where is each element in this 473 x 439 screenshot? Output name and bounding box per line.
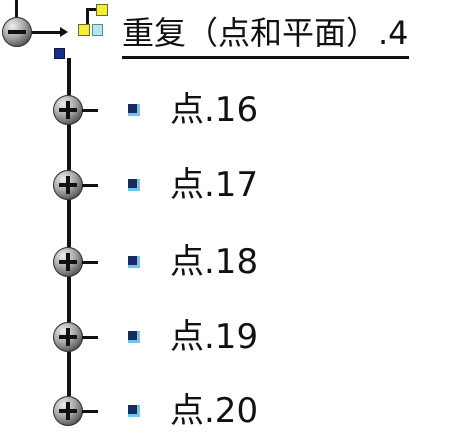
tree-connector xyxy=(32,31,62,34)
tree-connector xyxy=(82,184,98,187)
expand-icon[interactable] xyxy=(53,396,83,426)
tree-branch-line xyxy=(15,0,18,22)
collapse-icon[interactable] xyxy=(2,17,32,47)
point-icon xyxy=(128,405,140,417)
point-icon xyxy=(128,179,140,191)
tree-node-point[interactable]: 点.19 xyxy=(0,309,473,365)
tree-branch-line xyxy=(67,58,71,418)
tree-node-point[interactable]: 点.16 xyxy=(0,82,473,138)
tree-connector xyxy=(82,109,98,112)
tree-node-label[interactable]: 点.18 xyxy=(170,242,259,282)
repetition-feature-icon xyxy=(72,4,110,40)
tree-node-label[interactable]: 点.20 xyxy=(170,391,259,431)
expand-icon[interactable] xyxy=(53,322,83,352)
tree-node-point[interactable]: 点.20 xyxy=(0,383,473,439)
expand-icon[interactable] xyxy=(53,170,83,200)
tree-node-label[interactable]: 点.16 xyxy=(170,90,259,130)
tree-node-label[interactable]: 点.17 xyxy=(170,165,259,205)
expand-icon[interactable] xyxy=(53,95,83,125)
point-icon xyxy=(128,256,140,268)
tree-root-label[interactable]: 重复（点和平面）.4 xyxy=(122,10,409,59)
expand-icon[interactable] xyxy=(53,247,83,277)
tree-node-point[interactable]: 点.17 xyxy=(0,157,473,213)
tree-node-label[interactable]: 点.19 xyxy=(170,317,259,357)
point-icon xyxy=(128,331,140,343)
tree-connector xyxy=(82,261,98,264)
sub-element-icon xyxy=(54,48,65,59)
arrow-icon xyxy=(60,27,68,37)
tree-node-point[interactable]: 点.18 xyxy=(0,234,473,290)
point-icon xyxy=(128,104,140,116)
tree-connector xyxy=(82,410,98,413)
tree-connector xyxy=(82,336,98,339)
